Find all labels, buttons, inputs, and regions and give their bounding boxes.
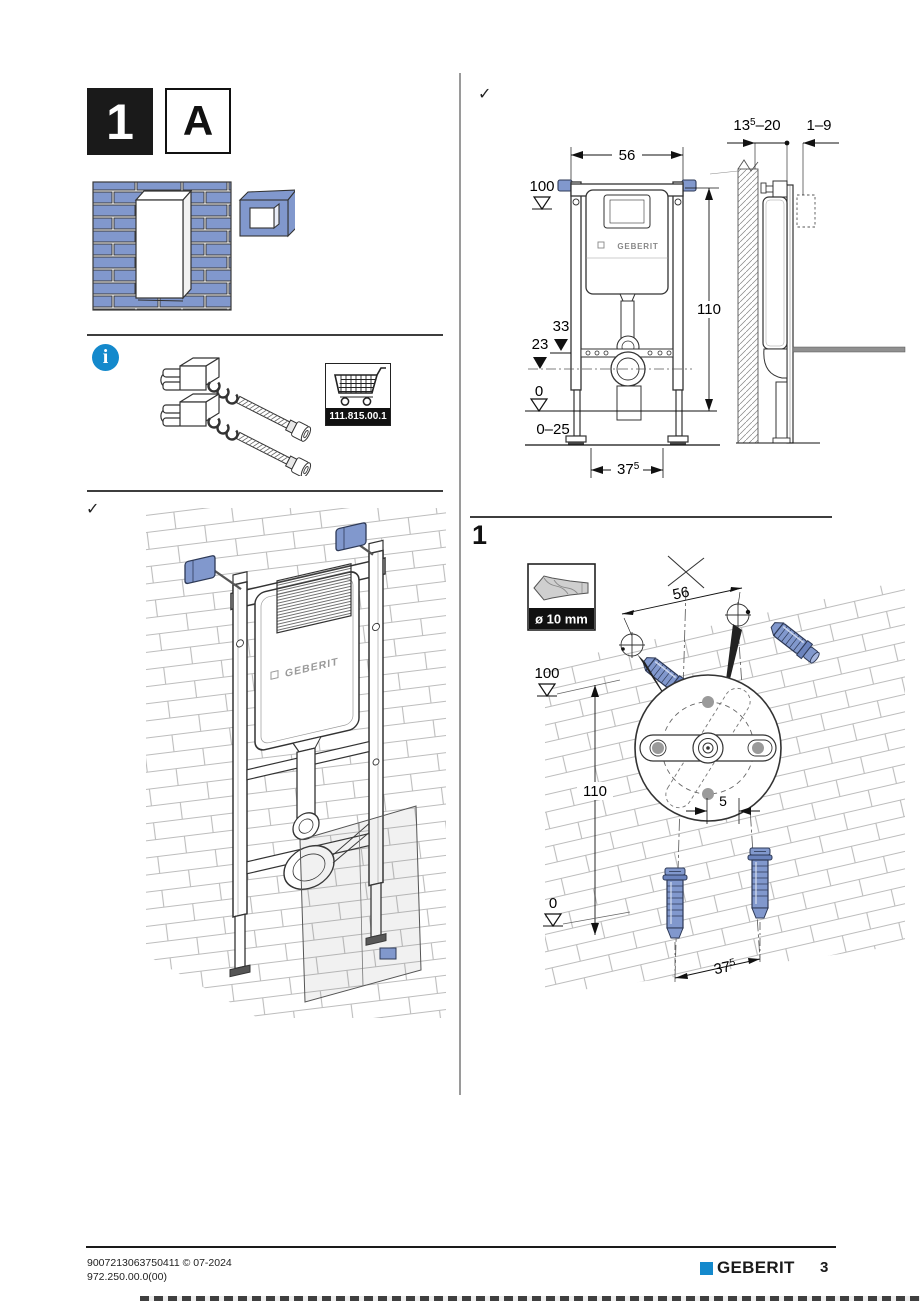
- check-mark: ✓: [86, 501, 100, 518]
- svg-text:375: 375: [617, 461, 640, 478]
- dimension-drawing: GEBERIT 56 100 110 33: [525, 117, 906, 478]
- detail-circle: 5: [634, 674, 782, 824]
- document-info: 9007213063750411 © 07-2024 972.250.00.0(…: [87, 1256, 232, 1284]
- fastening-parts-figure: [159, 356, 314, 476]
- section-divider: [87, 490, 443, 492]
- level-100: 100: [534, 665, 621, 698]
- flush-pipe: [296, 747, 316, 824]
- svg-text:100: 100: [534, 665, 559, 682]
- wall-bracket-right: [335, 522, 374, 556]
- order-article-box: 111.815.00.1: [325, 363, 391, 426]
- svg-text:0–25: 0–25: [536, 421, 569, 438]
- brand-logo-text: GEBERIT: [717, 1258, 795, 1277]
- page-edge-artifact: [140, 1296, 920, 1301]
- wall-plug: [662, 867, 688, 939]
- step-number: 1: [106, 93, 134, 150]
- variant-badge: A: [165, 88, 231, 154]
- drill-target: [619, 632, 645, 658]
- svg-text:5: 5: [719, 793, 727, 809]
- footer-divider: [86, 1246, 836, 1248]
- actuation-plate-zone: [796, 194, 816, 228]
- level-23: 23: [528, 336, 692, 370]
- drilling-step-figure: 56 100: [527, 555, 905, 995]
- section-divider: [87, 334, 443, 336]
- dim-cover-thickness: 1–9: [802, 117, 839, 195]
- svg-text:0: 0: [535, 383, 543, 400]
- drill-bit-icon: [533, 575, 589, 601]
- shopping-cart-icon: [334, 367, 386, 406]
- protection-cover: [276, 563, 352, 634]
- info-icon-glyph: i: [102, 346, 109, 368]
- wall-type-illustration: [92, 181, 295, 311]
- frame-side-view: [709, 159, 906, 444]
- step-divider: [470, 516, 832, 518]
- dim-base-width: 375: [590, 448, 664, 478]
- step-number-badge: 1: [87, 88, 153, 155]
- brand-logo-square: [700, 1262, 713, 1275]
- svg-text:0: 0: [549, 895, 557, 912]
- reference-bar: [792, 346, 906, 353]
- drill-target: [725, 602, 751, 628]
- level-0: 0: [525, 383, 717, 413]
- drill-bit-box: ø 10 mm: [527, 563, 596, 631]
- substep-number: 1: [472, 520, 488, 550]
- svg-text:1–9: 1–9: [806, 117, 831, 134]
- wall-bracket-left: [184, 555, 242, 591]
- level-33: 33: [550, 318, 571, 354]
- dim-hole-spacing: 56: [621, 584, 743, 637]
- check-mark: ✓: [478, 86, 492, 103]
- svg-text:375: 375: [712, 957, 738, 978]
- document-id: 9007213063750411 © 07-2024: [87, 1257, 232, 1269]
- svg-text:33: 33: [553, 318, 570, 335]
- mounted-frame-figure: GEBERIT: [146, 508, 446, 1018]
- dim-wall-depth: 135–20: [727, 117, 790, 185]
- dim-slot-adjust: 5: [686, 793, 760, 824]
- wall-anchor-assembly: [159, 392, 314, 476]
- document-code: 972.250.00.0(00): [87, 1271, 167, 1283]
- corner-bracket: [238, 189, 295, 238]
- protection-panel: [299, 805, 422, 1003]
- page-number: 3: [820, 1259, 829, 1276]
- level-0: 0: [543, 895, 631, 928]
- column-divider: [459, 73, 461, 1095]
- svg-text:56: 56: [671, 584, 691, 604]
- level-range: 0–25: [525, 421, 720, 446]
- svg-text:23: 23: [532, 336, 549, 353]
- cistern-logo: GEBERIT: [617, 242, 658, 251]
- svg-text:100: 100: [529, 178, 554, 195]
- svg-text:110: 110: [697, 301, 721, 318]
- dim-height: 110: [685, 187, 725, 411]
- frame-front-view: [557, 147, 697, 445]
- installation-frame: GEBERIT: [184, 522, 387, 978]
- dim-base-width: 375: [674, 957, 761, 979]
- svg-text:135–20: 135–20: [733, 117, 780, 134]
- drill-size-label: ø 10 mm: [535, 612, 588, 627]
- drill-mark-x: [667, 555, 705, 589]
- article-number: 111.815.00.1: [326, 408, 390, 425]
- element-panel: [134, 189, 193, 302]
- level-100: 100: [529, 178, 555, 211]
- dim-height: 110: [577, 685, 613, 935]
- svg-text:110: 110: [583, 783, 607, 800]
- info-icon: i: [92, 344, 119, 371]
- svg-text:56: 56: [619, 147, 636, 164]
- wall-plug: [747, 847, 773, 919]
- dim-width-top: 56: [571, 145, 683, 164]
- variant-letter: A: [182, 97, 214, 144]
